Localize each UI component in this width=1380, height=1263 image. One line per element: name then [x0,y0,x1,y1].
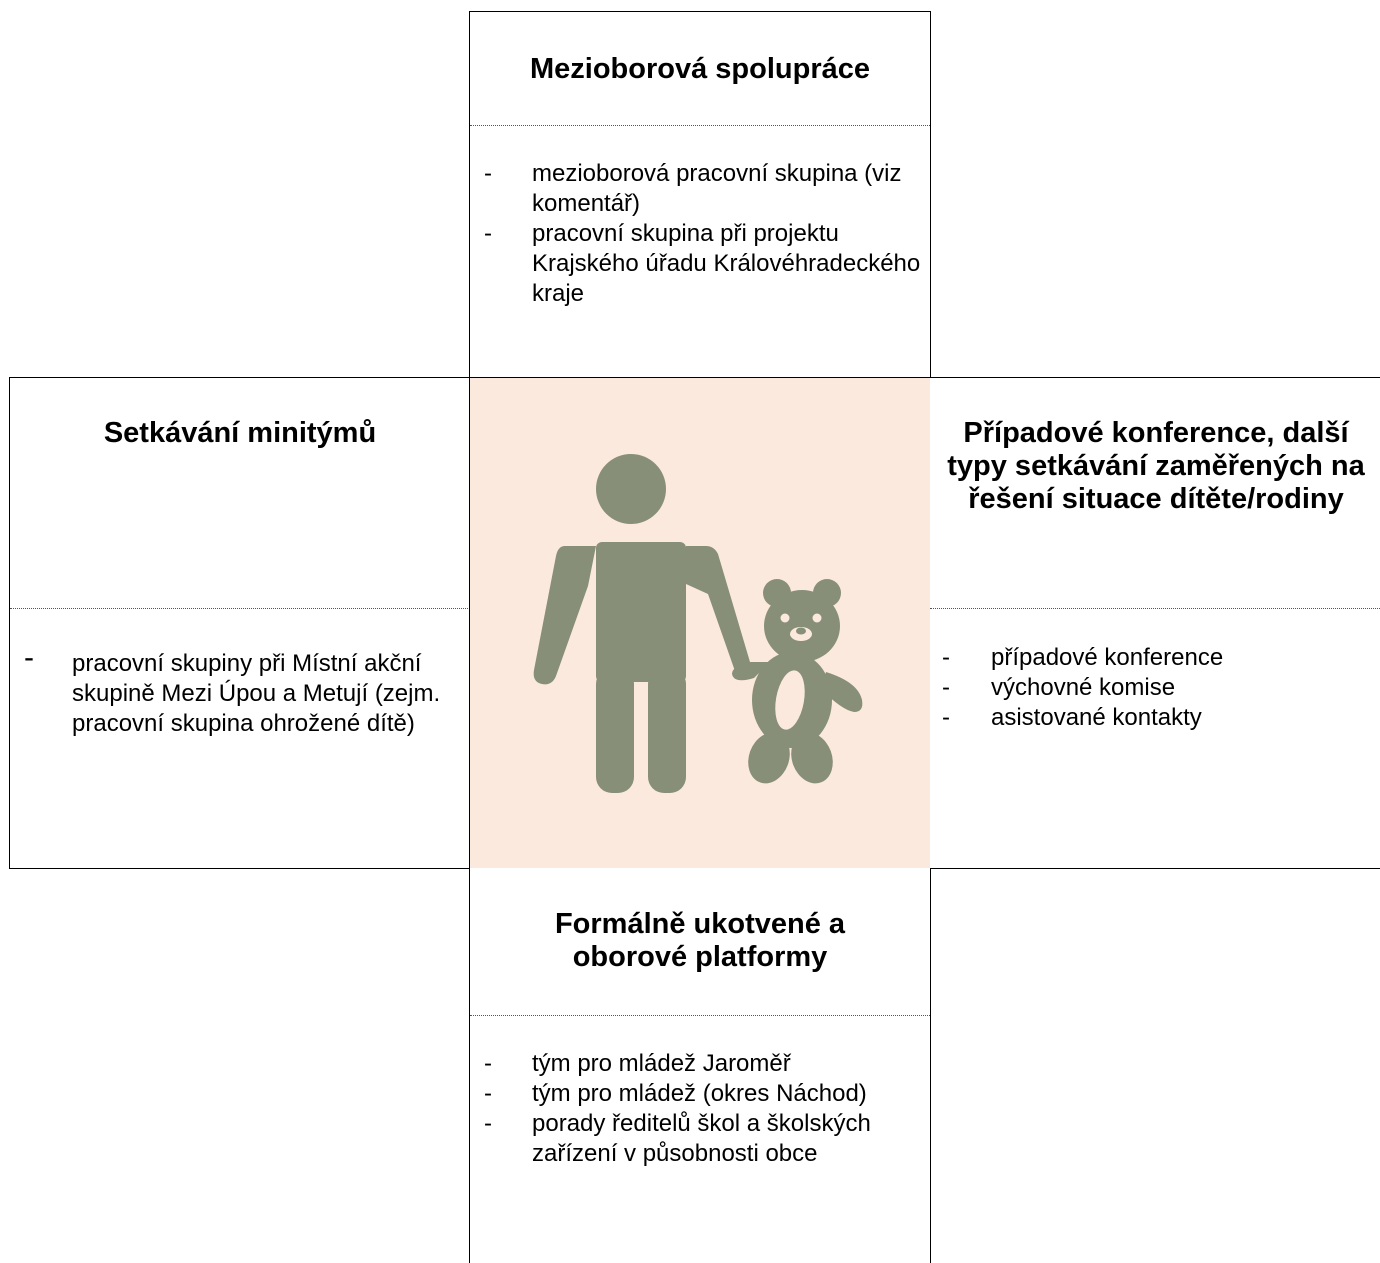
item-text: porady ředitelů škol a školských zařízen… [532,1110,871,1167]
list-item: - tým pro mládež (okres Náchod) [470,1079,920,1109]
adult-with-teddy-bear-icon [533,454,863,793]
list-item: - výchovné komise [930,673,1380,703]
formal-platforms-panel: Formálně ukotvené a oborové platformy - t… [469,868,931,1263]
bullet-dash: - [942,644,950,671]
item-text: pracovní skupina při projektu Krajského … [532,220,921,307]
bullet-dash: - [484,1080,492,1107]
list-item: - pracovní skupiny při Místní akční skupi… [10,643,455,739]
bullet-dash: - [484,1110,492,1137]
list-item: - pracovní skupina při projektu Krajského… [470,219,925,309]
list-item: - porady ředitelů škol a školských zaříze… [470,1109,920,1169]
item-text: mezioborová pracovní skupina (viz koment… [532,160,902,217]
list-item: - tým pro mládež Jaroměř [470,1049,920,1079]
bullet-dash: - [484,220,492,247]
bullet-dash: - [484,160,492,187]
list-item: - případové konference [930,643,1380,673]
separator [470,125,930,126]
item-list: - mezioborová pracovní skupina (viz komen… [470,159,925,309]
item-text: asistované kontakty [991,704,1202,731]
item-list: - případové konference - výchovné komise -… [930,643,1380,733]
panel-title: Případové konference, další typy setkává… [947,417,1365,515]
mini-team-meetings-panel: Setkávání minitýmů - pracovní skupiny při… [9,377,470,869]
case-conferences-panel: Případové konference, další typy setkává… [930,377,1380,869]
item-text: pracovní skupiny při Místní akční skupin… [72,650,441,737]
list-item: - asistované kontakty [930,703,1380,733]
item-text: tým pro mládež Jaroměř [532,1050,791,1077]
panel-title: Setkávání minitýmů [103,417,377,449]
bullet-dash: - [484,1050,492,1077]
item-text: výchovné komise [991,674,1176,701]
list-item: - mezioborová pracovní skupina (viz komen… [470,159,925,219]
panel-title: Mezioborová spolupráce [529,53,870,85]
separator [930,608,1380,609]
bullet-dash: - [942,674,950,701]
center-fill [470,378,930,868]
item-text: tým pro mládež (okres Náchod) [532,1080,867,1107]
item-list: - tým pro mládež Jaroměř - tým pro mládež … [470,1049,920,1169]
panel-title: Formálně ukotvené a oborové platformy [554,908,846,973]
bullet-dash: - [942,704,950,731]
item-text: případové konference [991,644,1224,671]
item-list: - pracovní skupiny při Místní akční skupi… [10,643,455,739]
interdisciplinary-cooperation-panel: Mezioborová spolupráce - mezioborová prac… [469,11,931,378]
bullet-dash: - [24,641,34,674]
separator [470,1015,930,1016]
center-illustration-panel [469,377,931,869]
separator [10,608,470,609]
